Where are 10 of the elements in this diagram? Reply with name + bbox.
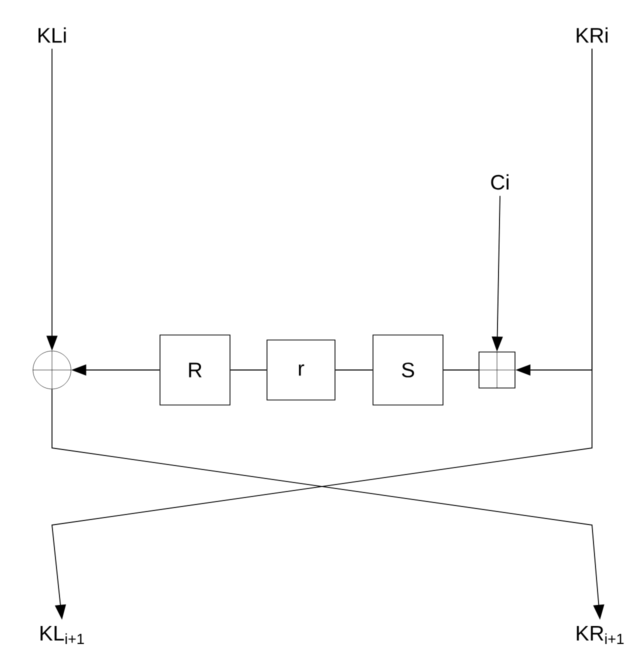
function-box: r [266, 340, 336, 400]
output-label: KR$_{i+1}$ [576, 626, 624, 644]
input-label: KRi [576, 27, 608, 43]
xor-symbol [32, 350, 72, 390]
adder-symbol [478, 351, 516, 389]
input-label: KLi [38, 27, 66, 43]
output-label: KL$_{i+1}$ [40, 626, 84, 644]
function-box: S [372, 334, 444, 406]
function-box: R [160, 334, 230, 406]
constant-label: Ci [491, 174, 508, 190]
